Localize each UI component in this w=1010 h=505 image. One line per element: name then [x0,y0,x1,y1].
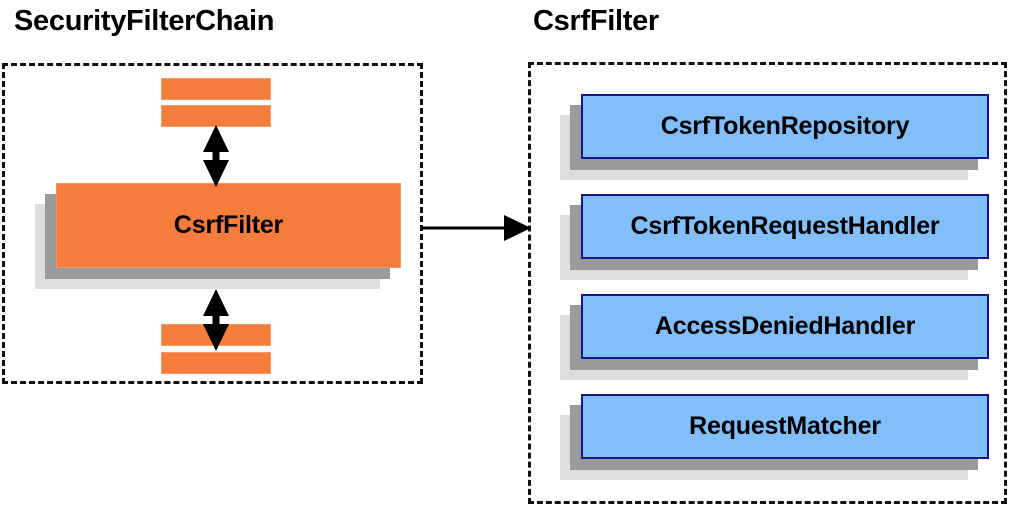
node-face: CsrfTokenRequestHandler [581,194,989,259]
node-face: AccessDeniedHandler [581,294,989,359]
node-label: CsrfFilter [173,211,284,239]
node-csrf-filter[interactable]: CsrfFilter [35,183,401,289]
node-label: AccessDeniedHandler [654,312,916,340]
filter-bar-above-2 [161,105,271,127]
connector-chain-to-csrf-filter [423,215,531,241]
page-title-csrf-filter: CsrfFilter [533,5,659,37]
node-request-matcher[interactable]: RequestMatcher [560,394,989,480]
filter-bar-below-2 [161,352,271,374]
filter-bar-above-1 [161,78,271,100]
node-face: CsrfTokenRepository [581,94,989,159]
node-csrf-token-repository[interactable]: CsrfTokenRepository [560,94,989,180]
node-face: CsrfFilter [56,183,401,268]
node-label: CsrfTokenRepository [660,112,910,140]
node-label: RequestMatcher [689,412,881,440]
page-title-security-filter-chain: SecurityFilterChain [14,5,275,37]
node-label: CsrfTokenRequestHandler [630,212,940,240]
group-csrf-filter [528,62,1007,504]
node-access-denied-handler[interactable]: AccessDeniedHandler [560,294,989,380]
group-security-filter-chain [2,63,423,384]
node-face: RequestMatcher [581,394,989,459]
node-csrf-token-request-handler[interactable]: CsrfTokenRequestHandler [560,194,989,280]
filter-bar-below-1 [161,324,271,346]
